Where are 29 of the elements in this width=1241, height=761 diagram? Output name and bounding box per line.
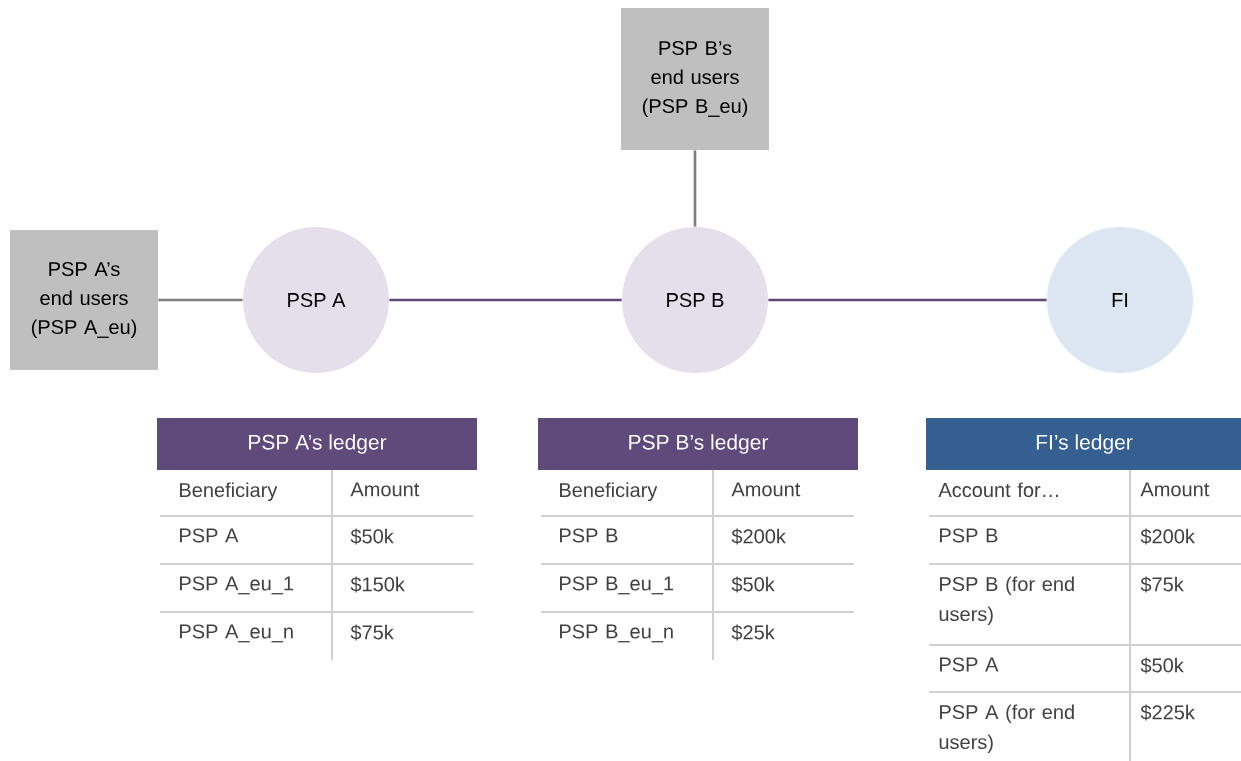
connector-line (158, 298, 243, 302)
table-text: PSP A (940, 657, 999, 672)
table-text: $50k (350, 528, 394, 545)
table-text: PSP B (940, 528, 998, 543)
ledger-header: PSP B’s ledger (538, 418, 858, 470)
table-text: $50k (731, 576, 775, 593)
table-text: PSP A_eu_n (180, 624, 293, 643)
ledger-header: FI’s ledger (926, 418, 1241, 470)
table-text: PSP A (180, 528, 239, 543)
table-text: $50k (1140, 657, 1184, 674)
table-text: $25k (731, 624, 775, 641)
end-users-box: PSP B’s end users (PSP B_eu) (621, 8, 769, 150)
table-text: PSP B_eu_1 (560, 576, 674, 595)
table-text: PSP B (560, 528, 618, 543)
connector-line (768, 298, 1047, 302)
table-text: $225k (1140, 704, 1195, 721)
connector-line (693, 150, 697, 227)
table-text: $200k (1140, 528, 1195, 545)
table-text: PSP B_eu_n (560, 624, 673, 643)
table-text: $75k (1140, 576, 1184, 593)
table-text: PSP A_eu_1 (180, 576, 294, 595)
table-text: PSP A (for end users) (939, 704, 1074, 754)
ledger-header: PSP A’s ledger (157, 418, 477, 470)
table-text: $200k (731, 528, 786, 545)
connector-line (389, 298, 622, 302)
end-users-box: PSP A’s end users (PSP A_eu) (10, 230, 158, 370)
table-text: $75k (350, 624, 394, 641)
table-text: $150k (350, 576, 405, 593)
table-text: PSP B (for end users) (939, 576, 1074, 626)
